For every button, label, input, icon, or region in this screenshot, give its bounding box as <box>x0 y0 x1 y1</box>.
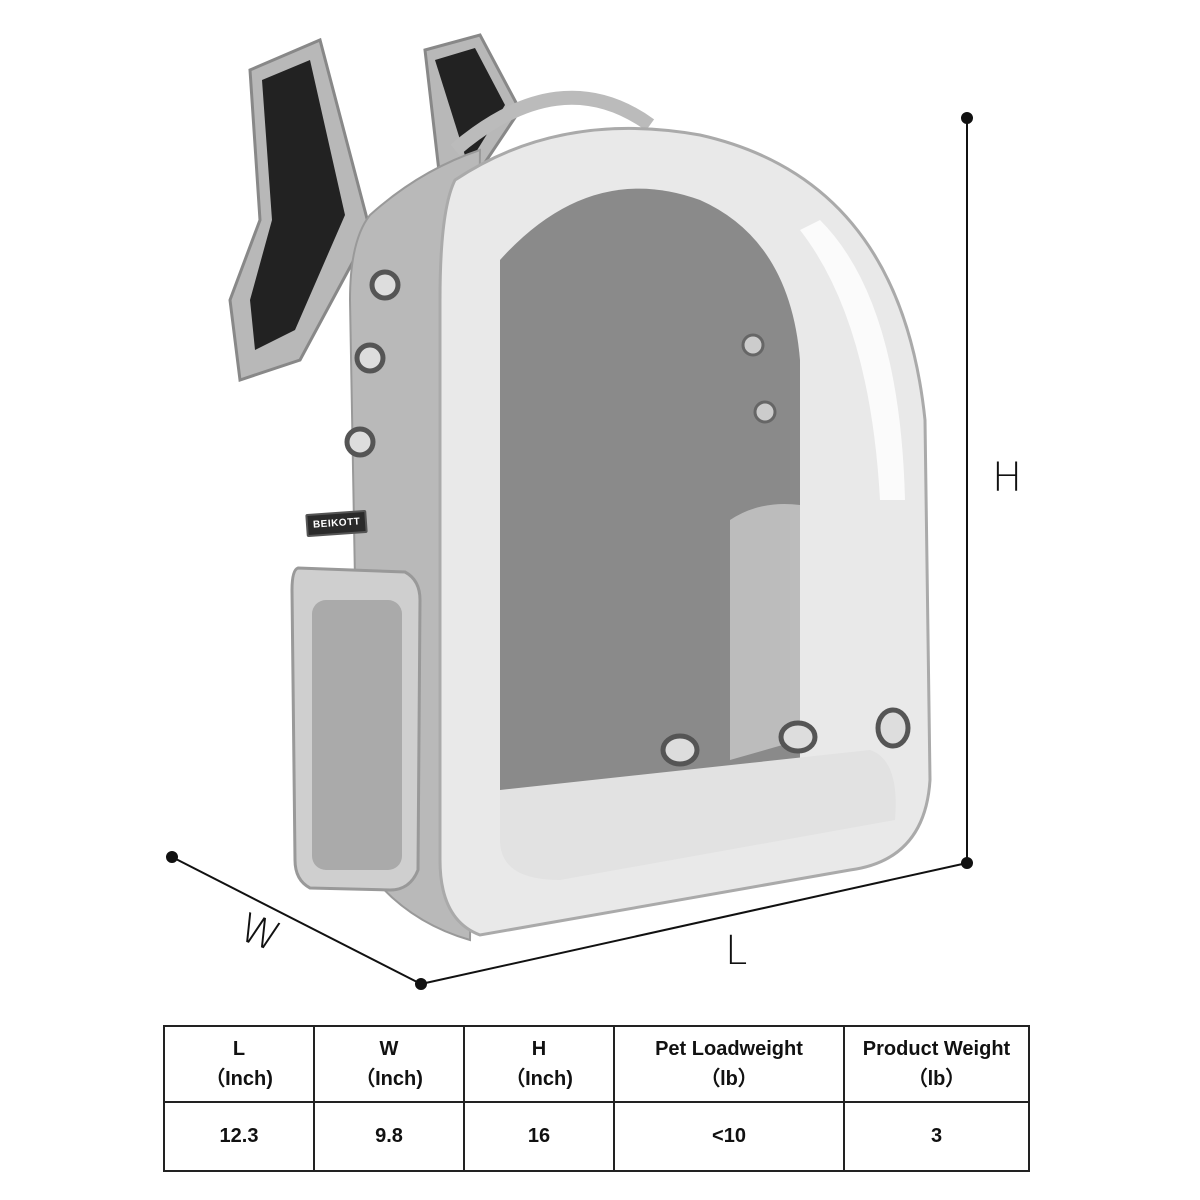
header-cell: L （Inch) <box>163 1025 315 1103</box>
header-name: H <box>531 1038 547 1060</box>
bubble-floor <box>500 750 896 880</box>
spec-table: L （Inch) W （Inch) H （Inch) Pet Loadweight （l… <box>163 1025 1030 1172</box>
header-name: Pet Loadweight <box>655 1038 803 1060</box>
header-cell: W （Inch) <box>313 1025 465 1103</box>
header-unit: （Inch) <box>505 1068 573 1090</box>
length-label: L <box>725 928 748 974</box>
header-name: W <box>379 1038 399 1060</box>
header-unit: （Inch) <box>205 1068 273 1090</box>
value-cell: <10 <box>613 1101 845 1172</box>
table-row: 12.3 9.8 16 <10 3 <box>163 1101 1030 1172</box>
header-unit: （lb） <box>700 1068 758 1090</box>
header-cell: Product Weight （lb） <box>843 1025 1030 1103</box>
header-name: Product Weight <box>862 1038 1011 1060</box>
header-unit: （lb） <box>907 1068 966 1090</box>
header-name: L <box>232 1038 246 1060</box>
brand-label: BEIKOTT <box>305 509 369 538</box>
dimension-lines <box>166 112 973 990</box>
value-cell: 16 <box>463 1101 615 1172</box>
pet-backpack-illustration <box>166 33 973 990</box>
header-cell: Pet Loadweight （lb） <box>613 1025 845 1103</box>
value-cell: 9.8 <box>313 1101 465 1172</box>
header-cell: H （Inch) <box>463 1025 615 1103</box>
header-unit: （Inch) <box>355 1068 423 1090</box>
table-header-row: L （Inch) W （Inch) H （Inch) Pet Loadweight （l… <box>163 1025 1030 1103</box>
value-cell: 12.3 <box>163 1101 315 1172</box>
value-cell: 3 <box>843 1101 1030 1172</box>
top-handle <box>450 90 655 156</box>
air-holes <box>344 269 911 767</box>
height-label: H <box>992 455 1023 501</box>
